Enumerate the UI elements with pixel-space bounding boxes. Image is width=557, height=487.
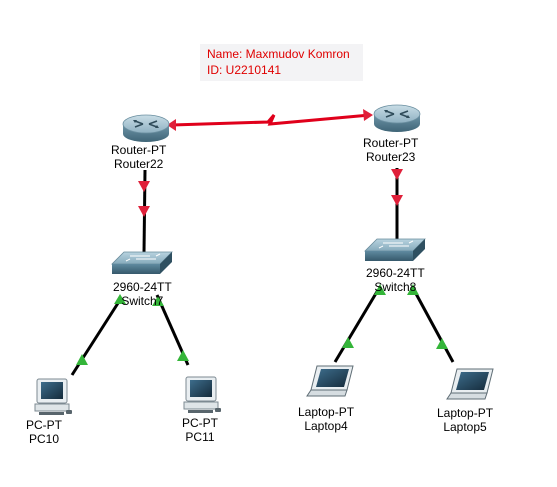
router23-icon[interactable] [373,104,421,132]
switch7-name: Switch7 [121,294,164,308]
laptop5-name: Laptop5 [443,420,487,434]
link-down-marker [138,181,150,192]
switch8-label: 2960-24TT Switch8 [366,266,425,294]
ethernet-link-switch8-laptop4[interactable] [333,289,380,363]
author-note[interactable]: Name: Maxmudov Komron ID: U2210141 [200,44,363,81]
router22-name: Router22 [113,157,164,171]
link-down-marker [391,195,403,206]
router22-model: Router-PT [111,143,167,157]
router23-name: Router23 [365,150,416,164]
router22-icon[interactable] [122,114,170,142]
switch7-icon[interactable] [111,251,173,274]
author-name: Name: Maxmudov Komron [207,47,350,61]
router22-label: Router-PT Router22 [111,143,166,171]
laptop4-icon[interactable] [306,365,354,397]
laptop5-label: Laptop-PT Laptop5 [437,406,493,434]
pc11-model: PC-PT [182,416,218,430]
laptop4-model: Laptop-PT [298,405,355,419]
switch8-icon[interactable] [364,238,426,261]
link-down-marker [138,206,150,217]
pc10-label: PC-PT PC10 [26,418,62,446]
link-status-markers [76,109,448,365]
switch8-name: Switch8 [374,280,417,294]
link-up-marker [76,354,88,365]
laptop5-model: Laptop-PT [437,406,494,420]
link-up-marker [177,350,189,361]
link-up-marker [436,338,448,349]
pc11-name: PC11 [185,430,215,444]
link-up-marker [114,294,126,304]
link-down-marker [363,109,373,121]
pc11-icon[interactable] [183,376,221,413]
link-up-marker [152,296,164,306]
router23-model: Router-PT [363,136,419,150]
ethernet-link-switch8-laptop5[interactable] [412,289,455,363]
link-down-marker [391,169,403,180]
switch7-label: 2960-24TT Switch7 [113,280,172,308]
laptop5-icon[interactable] [446,368,494,400]
switch7-model: 2960-24TT [113,280,172,294]
link-up-marker [374,284,386,295]
link-up-marker [407,284,419,295]
laptop4-label: Laptop-PT Laptop4 [298,405,354,433]
pc10-model: PC-PT [26,418,62,432]
router23-label: Router-PT Router23 [363,136,418,164]
pc10-name: PC10 [28,432,60,446]
pc10-icon[interactable] [34,378,72,415]
link-down-marker [167,119,176,131]
pc11-label: PC-PT PC11 [182,416,218,444]
serial-link-router22-router23[interactable] [171,113,371,127]
author-id: ID: U2210141 [207,63,282,77]
laptop4-name: Laptop4 [304,419,348,433]
switch8-model: 2960-24TT [366,266,425,280]
link-up-marker [342,337,354,348]
